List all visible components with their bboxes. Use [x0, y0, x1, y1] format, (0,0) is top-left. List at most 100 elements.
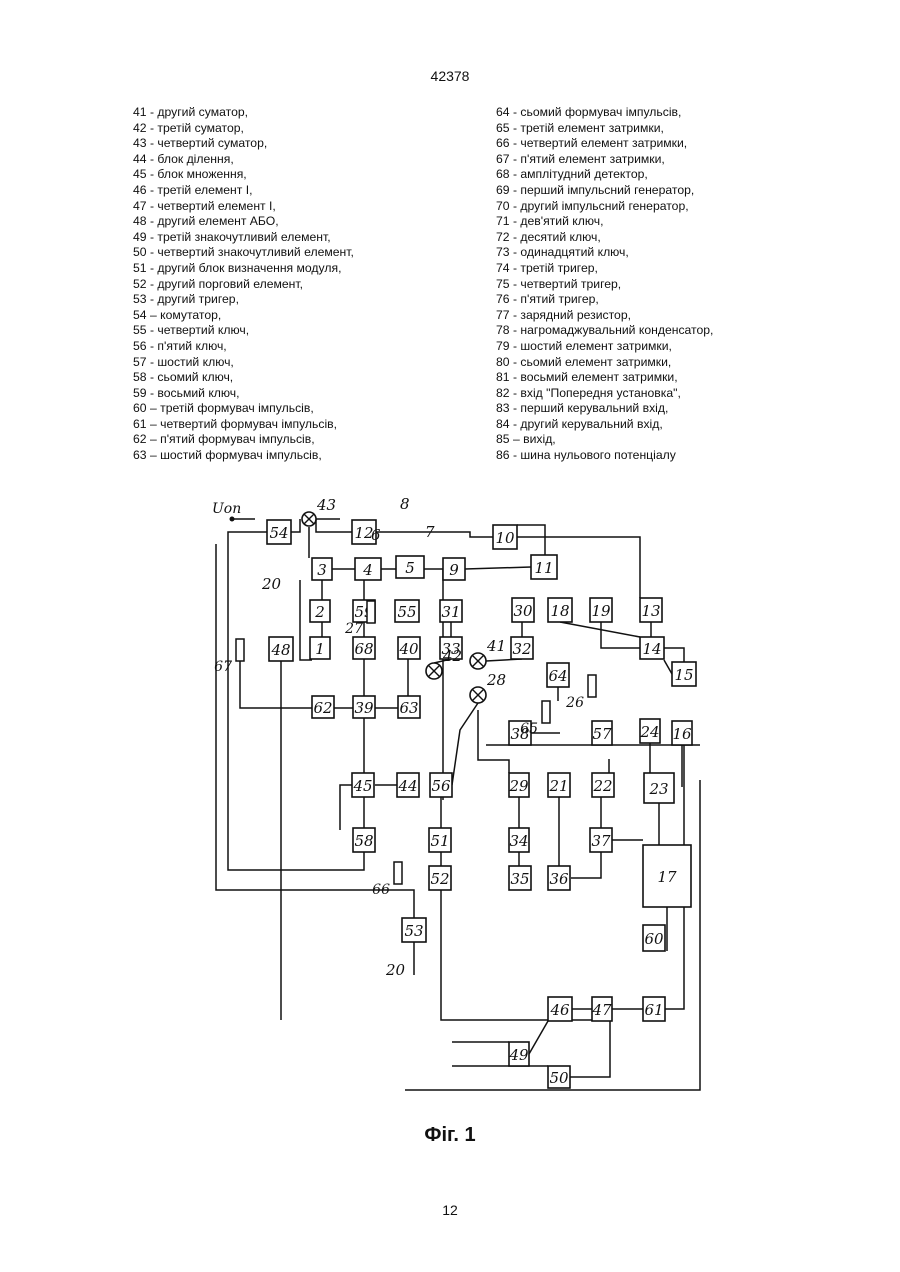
block-37: 37 — [590, 828, 612, 852]
block-label: 3 — [317, 561, 327, 579]
block-label: 62 — [313, 699, 332, 717]
block-29: 29 — [508, 773, 529, 797]
block-label: 1 — [315, 640, 325, 658]
wire-label: 6 — [371, 526, 381, 544]
block-44: 44 — [397, 773, 419, 797]
block-61: 61 — [643, 997, 665, 1021]
block-60: 60 — [643, 925, 665, 951]
adder-label: 42 — [442, 647, 462, 665]
block-label: 50 — [549, 1069, 569, 1087]
block-1: 1 — [310, 637, 330, 659]
block-label: 68 — [354, 640, 373, 658]
block-45: 45 — [352, 773, 374, 797]
block-label: 36 — [549, 870, 569, 888]
block-36: 36 — [548, 866, 570, 890]
block-label: 16 — [672, 725, 692, 743]
block-label: 35 — [510, 870, 529, 888]
block-label: 24 — [639, 723, 659, 741]
adder-43: 43 — [302, 496, 336, 526]
block-label: 10 — [495, 529, 515, 547]
block-68: 68 — [353, 637, 375, 659]
block-50: 50 — [548, 1066, 570, 1088]
block-39: 39 — [353, 696, 375, 718]
adder-label: 28 — [486, 671, 506, 689]
block-label: 23 — [648, 780, 668, 798]
block-49: 49 — [508, 1042, 529, 1066]
adder-label: 43 — [316, 496, 336, 514]
block-label: 44 — [397, 777, 417, 795]
wire-label: 20 — [385, 961, 406, 979]
wire-label: 7 — [425, 523, 435, 541]
block-2: 2 — [310, 600, 330, 622]
block-label: 64 — [548, 667, 567, 685]
input-label: Uоп — [212, 501, 241, 517]
resistor-label: 66 — [372, 882, 390, 898]
block-label: 17 — [657, 868, 677, 886]
block-label: 63 — [399, 699, 418, 717]
block-23: 23 — [644, 773, 674, 803]
block-63: 63 — [398, 696, 420, 718]
resistor-65: 65 — [520, 701, 550, 737]
block-label: 60 — [644, 930, 664, 948]
adder-28: 28 — [470, 671, 506, 703]
adder-label: 41 — [486, 637, 506, 655]
block-label: 53 — [404, 922, 423, 940]
block-label: 21 — [548, 777, 568, 795]
block-label: 31 — [441, 603, 460, 621]
block-label: 46 — [549, 1001, 570, 1019]
block-14: 14 — [640, 637, 664, 659]
block-label: 55 — [397, 603, 416, 621]
block-22: 22 — [592, 773, 614, 797]
block-label: 5 — [405, 559, 415, 577]
block-17: 17 — [643, 845, 691, 907]
block-15: 15 — [672, 662, 696, 686]
block-16: 16 — [672, 721, 692, 745]
block-54: 54 — [267, 520, 291, 544]
block-label: 11 — [534, 559, 553, 577]
block-label: 57 — [592, 725, 612, 743]
block-24: 24 — [639, 719, 660, 743]
block-13: 13 — [640, 598, 662, 622]
block-label: 48 — [270, 641, 290, 659]
block-label: 2 — [314, 603, 325, 621]
block-53: 53 — [402, 918, 426, 942]
resistor-66: 66 — [372, 862, 402, 898]
block-label: 52 — [430, 870, 449, 888]
block-5: 5 — [396, 556, 424, 578]
page-number-bottom: 12 — [0, 1202, 900, 1218]
block-62: 62 — [312, 696, 334, 718]
block-label: 13 — [641, 602, 660, 620]
block-18: 18 — [548, 598, 572, 622]
block-48: 48 — [269, 637, 293, 661]
block-47: 47 — [591, 997, 612, 1021]
resistor-label: 26 — [565, 695, 584, 711]
block-3: 3 — [312, 558, 332, 580]
block-30: 30 — [512, 598, 534, 622]
block-35: 35 — [509, 866, 531, 890]
block-label: 54 — [269, 524, 288, 542]
block-label: 18 — [550, 602, 569, 620]
block-52: 52 — [429, 866, 451, 890]
block-57: 57 — [592, 721, 612, 745]
block-31: 31 — [440, 600, 462, 622]
block-51: 51 — [429, 828, 451, 852]
block-9: 9 — [443, 558, 465, 580]
block-label: 22 — [592, 777, 612, 795]
adder-41: 41 — [470, 637, 506, 669]
block-label: 14 — [642, 640, 661, 658]
resistor-label: 65 — [520, 721, 538, 737]
block-21: 21 — [548, 773, 570, 797]
block-19: 19 — [590, 598, 612, 622]
wire-label: 8 — [400, 495, 410, 513]
block-55: 55 — [395, 600, 419, 622]
resistor-label: 27 — [344, 621, 363, 637]
block-label: 29 — [508, 777, 529, 795]
block-46: 46 — [548, 997, 572, 1021]
block-56: 56 — [430, 773, 452, 797]
block-label: 34 — [509, 832, 528, 850]
block-label: 51 — [430, 832, 449, 850]
block-11: 11 — [531, 555, 557, 579]
wire-label: 20 — [261, 575, 282, 593]
block-label: 37 — [591, 832, 611, 850]
